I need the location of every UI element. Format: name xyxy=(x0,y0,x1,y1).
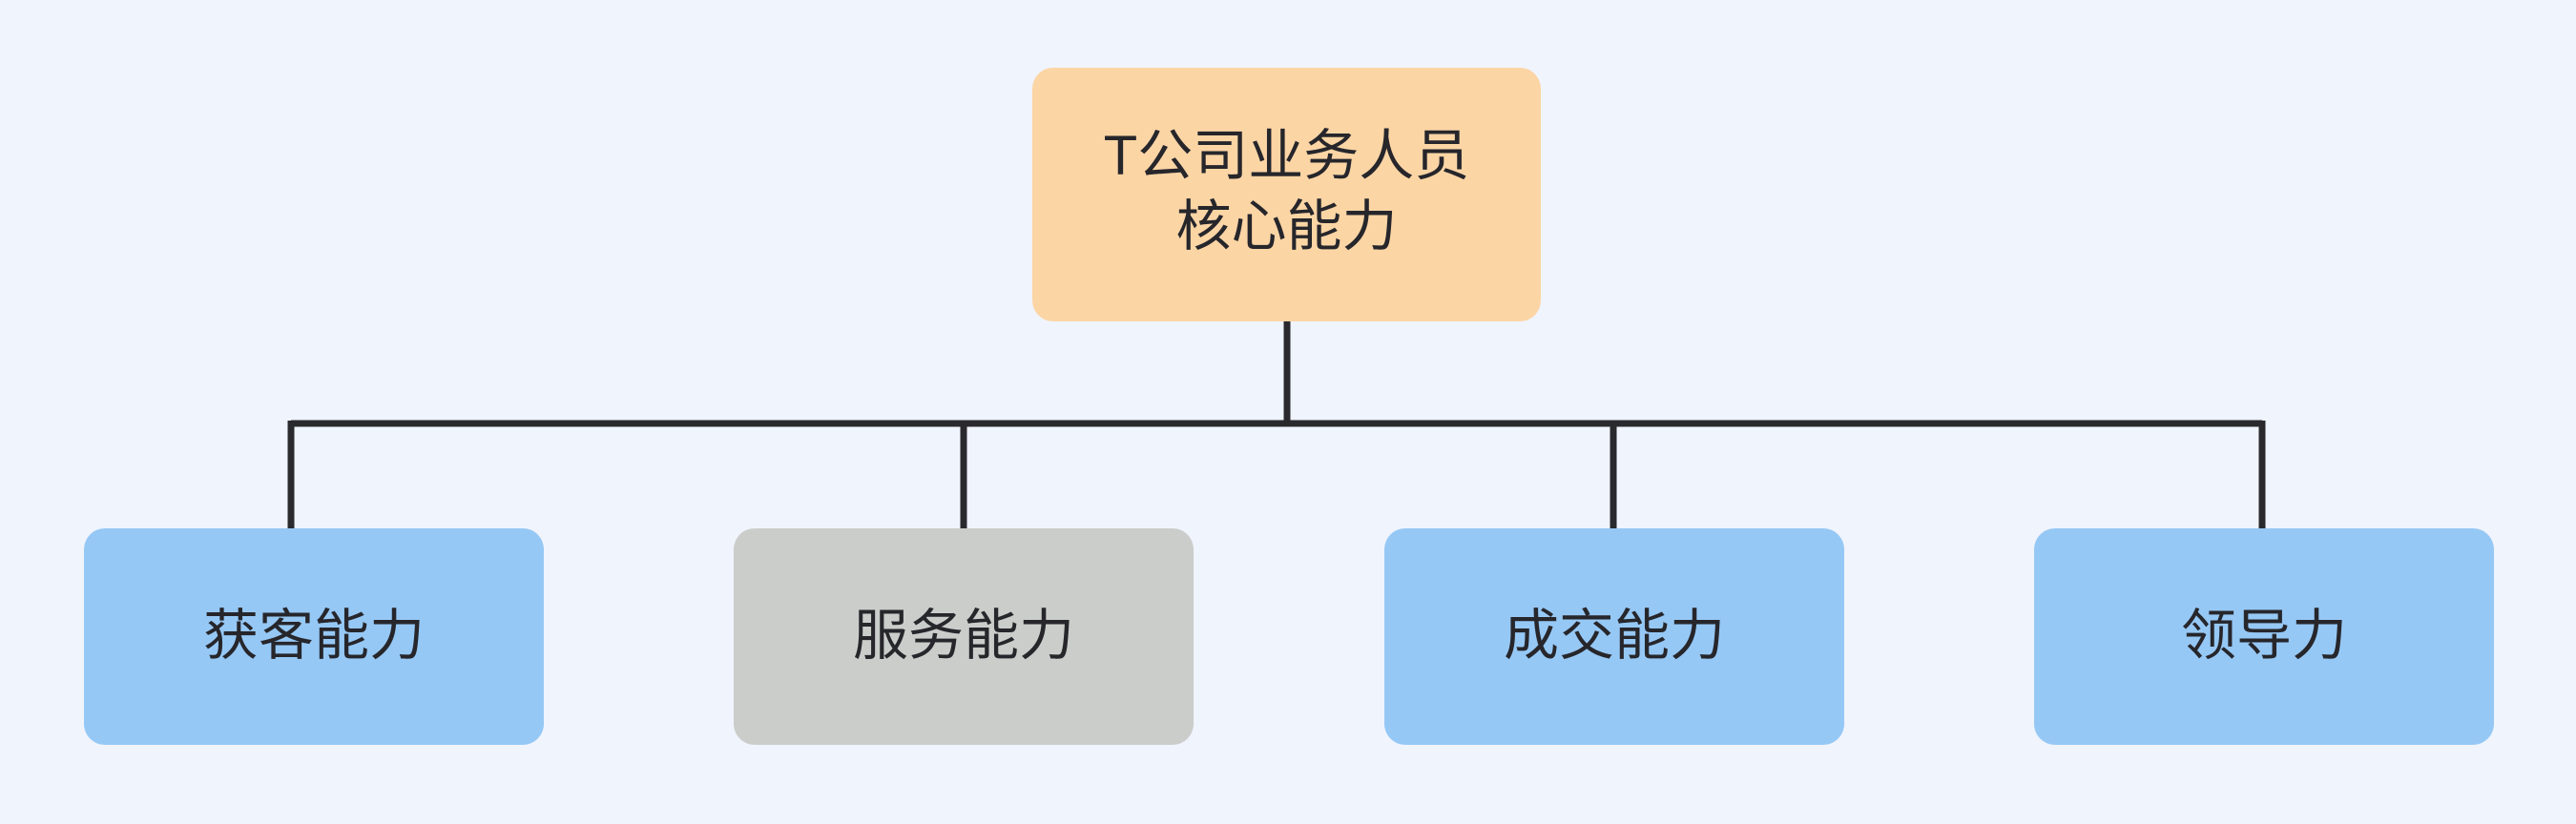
node-child-closing[interactable]: 成交能力 xyxy=(1384,528,1844,745)
node-child-service[interactable]: 服务能力 xyxy=(734,528,1194,745)
node-root[interactable]: T公司业务人员 核心能力 xyxy=(1032,68,1541,321)
node-child-acquisition[interactable]: 获客能力 xyxy=(84,528,544,745)
node-child-leadership[interactable]: 领导力 xyxy=(2034,528,2494,745)
